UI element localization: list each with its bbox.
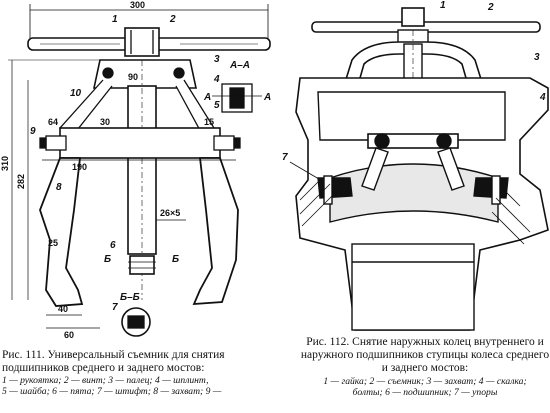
fig112-part-label-2: 2 [487, 2, 494, 13]
part-label-7: 7 [112, 302, 118, 313]
figure-112-caption-title: Рис. 112. Снятие наружных колец внутренн… [300, 336, 550, 375]
part-label-9: 9 [30, 126, 36, 137]
figure-112-legend-line-2: болты; 6 — подшипник; 7 — упоры [352, 386, 498, 398]
part-label-3: 3 [214, 54, 220, 65]
dim-310: 310 [0, 156, 10, 171]
dim-25: 25 [48, 238, 58, 248]
dim-64: 64 [48, 117, 58, 127]
fig112-part-label-4: 4 [539, 92, 546, 103]
part-label-4: 4 [213, 74, 220, 85]
figure-111-legend-line-2: 5 — шайба; 6 — пята; 7 — штифт; 8 — захв… [2, 386, 222, 398]
figure-112-caption: Рис. 112. Снятие наружных колец внутренн… [300, 336, 550, 398]
part-label-5: 5 [214, 100, 220, 111]
dim-90: 90 [128, 72, 138, 82]
figure-111-caption: Рис. 111. Универсальный съемник для снят… [2, 349, 287, 398]
fig112-part-label-1: 1 [440, 0, 446, 11]
figure-111-caption-title: Рис. 111. Универсальный съемник для снят… [2, 349, 225, 375]
part-label-2: 2 [169, 14, 176, 25]
dim-190: 190 [72, 162, 87, 172]
part-label-8: 8 [56, 182, 62, 193]
dim-30: 30 [100, 117, 110, 127]
fig112-part-label-7: 7 [282, 152, 288, 163]
part-label-1: 1 [112, 14, 118, 25]
dim-26x5: 26×5 [160, 208, 180, 218]
section-label-a-a: A–A [229, 60, 250, 71]
section-label-b-left: Б [104, 254, 111, 265]
section-label-a-left: A [203, 92, 211, 103]
fig112-part-label-3: 3 [534, 52, 540, 63]
section-label-b-right: Б [172, 254, 179, 265]
dim-15: 15 [204, 117, 214, 127]
dim-60: 60 [64, 330, 74, 340]
part-label-10: 10 [70, 88, 82, 99]
dim-40: 40 [58, 304, 68, 314]
part-label-6: 6 [110, 240, 116, 251]
dim-282: 282 [16, 174, 26, 189]
section-label-b-b: Б–Б [120, 292, 140, 303]
dim-300: 300 [130, 0, 145, 10]
figure-111-legend-line-1: 1 — рукоятка; 2 — винт; 3 — палец; 4 — ш… [2, 375, 209, 387]
figure-112-legend-line-1: 1 — гайка; 2 — съемник; 3 — захват; 4 — … [323, 375, 527, 387]
section-label-a-right: A [263, 92, 271, 103]
